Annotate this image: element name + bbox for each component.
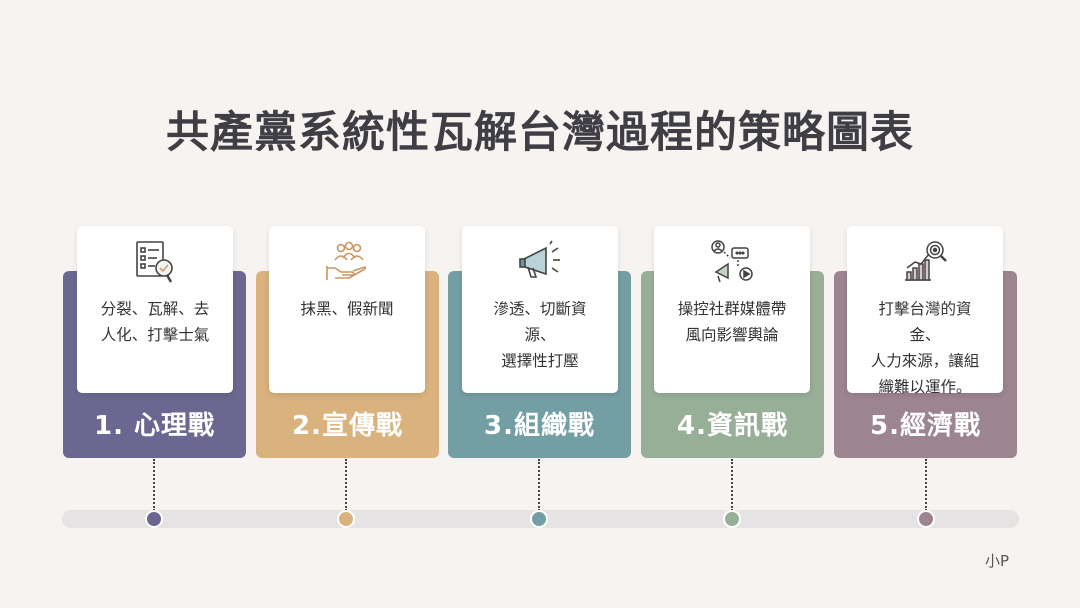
- strategy-panel-5: 打擊台灣的資 金、 人力來源，讓組 織難以運作。: [847, 226, 1003, 396]
- timeline-connector-4: [731, 459, 733, 511]
- desc-line: 源、: [524, 326, 556, 344]
- timeline-dot-5: [917, 510, 935, 528]
- strategy-desc-4: 操控社群媒體帶 風向影響輿論: [660, 296, 804, 348]
- desc-line: 操控社群媒體帶: [677, 300, 787, 318]
- timeline-dot-3: [530, 510, 548, 528]
- desc-line: 金、: [909, 326, 941, 344]
- desc-line: 風向影響輿論: [685, 326, 779, 344]
- timeline-connector-5: [925, 459, 927, 511]
- desc-line: 打擊台灣的資: [878, 300, 972, 318]
- strategy-label-5: 5.經濟戰: [870, 411, 981, 441]
- strategy-label-2: 2.宣傳戰: [292, 411, 403, 441]
- timeline-connector-2: [345, 459, 347, 511]
- strategy-desc-5: 打擊台灣的資 金、 人力來源，讓組 織難以運作。: [853, 296, 997, 400]
- watermark: 小P: [985, 552, 1010, 570]
- page-title: 共產黨系統性瓦解台灣過程的策略圖表: [166, 108, 914, 158]
- social-media-icon: [708, 238, 756, 286]
- strategy-panel-2: 抹黑、假新聞: [269, 226, 425, 393]
- timeline-dot-1: [145, 510, 163, 528]
- strategy-label-1: 1. 心理戰: [93, 411, 216, 441]
- checklist-search-icon: [131, 238, 179, 286]
- chart-magnifier-icon: [901, 238, 949, 286]
- strategy-panel-4: 操控社群媒體帶 風向影響輿論: [654, 226, 810, 393]
- timeline-dot-4: [723, 510, 741, 528]
- strategy-panel-1: 分裂、瓦解、去 人化、打擊士氣: [77, 226, 233, 393]
- desc-line: 選擇性打壓: [501, 352, 579, 370]
- timeline-connector-1: [153, 459, 155, 511]
- desc-line: 分裂、瓦解、去: [100, 300, 210, 318]
- desc-line: 抹黑、假新聞: [300, 300, 394, 318]
- strategy-desc-1: 分裂、瓦解、去 人化、打擊士氣: [83, 296, 227, 348]
- desc-line: 滲透、切斷資: [493, 300, 587, 318]
- strategy-panel-3: 滲透、切斷資 源、 選擇性打壓: [462, 226, 618, 393]
- desc-line: 人化、打擊士氣: [100, 326, 210, 344]
- strategy-label-3: 3.組織戰: [484, 411, 595, 441]
- megaphone-icon: [516, 238, 564, 286]
- strategy-desc-2: 抹黑、假新聞: [275, 296, 419, 322]
- strategy-label-4: 4.資訊戰: [677, 411, 788, 441]
- desc-line: 人力來源，讓組: [870, 352, 980, 370]
- timeline-connector-3: [538, 459, 540, 511]
- strategy-desc-3: 滲透、切斷資 源、 選擇性打壓: [468, 296, 612, 374]
- timeline-dot-2: [337, 510, 355, 528]
- hand-people-icon: [323, 238, 371, 286]
- desc-line: 織難以運作。: [878, 378, 972, 396]
